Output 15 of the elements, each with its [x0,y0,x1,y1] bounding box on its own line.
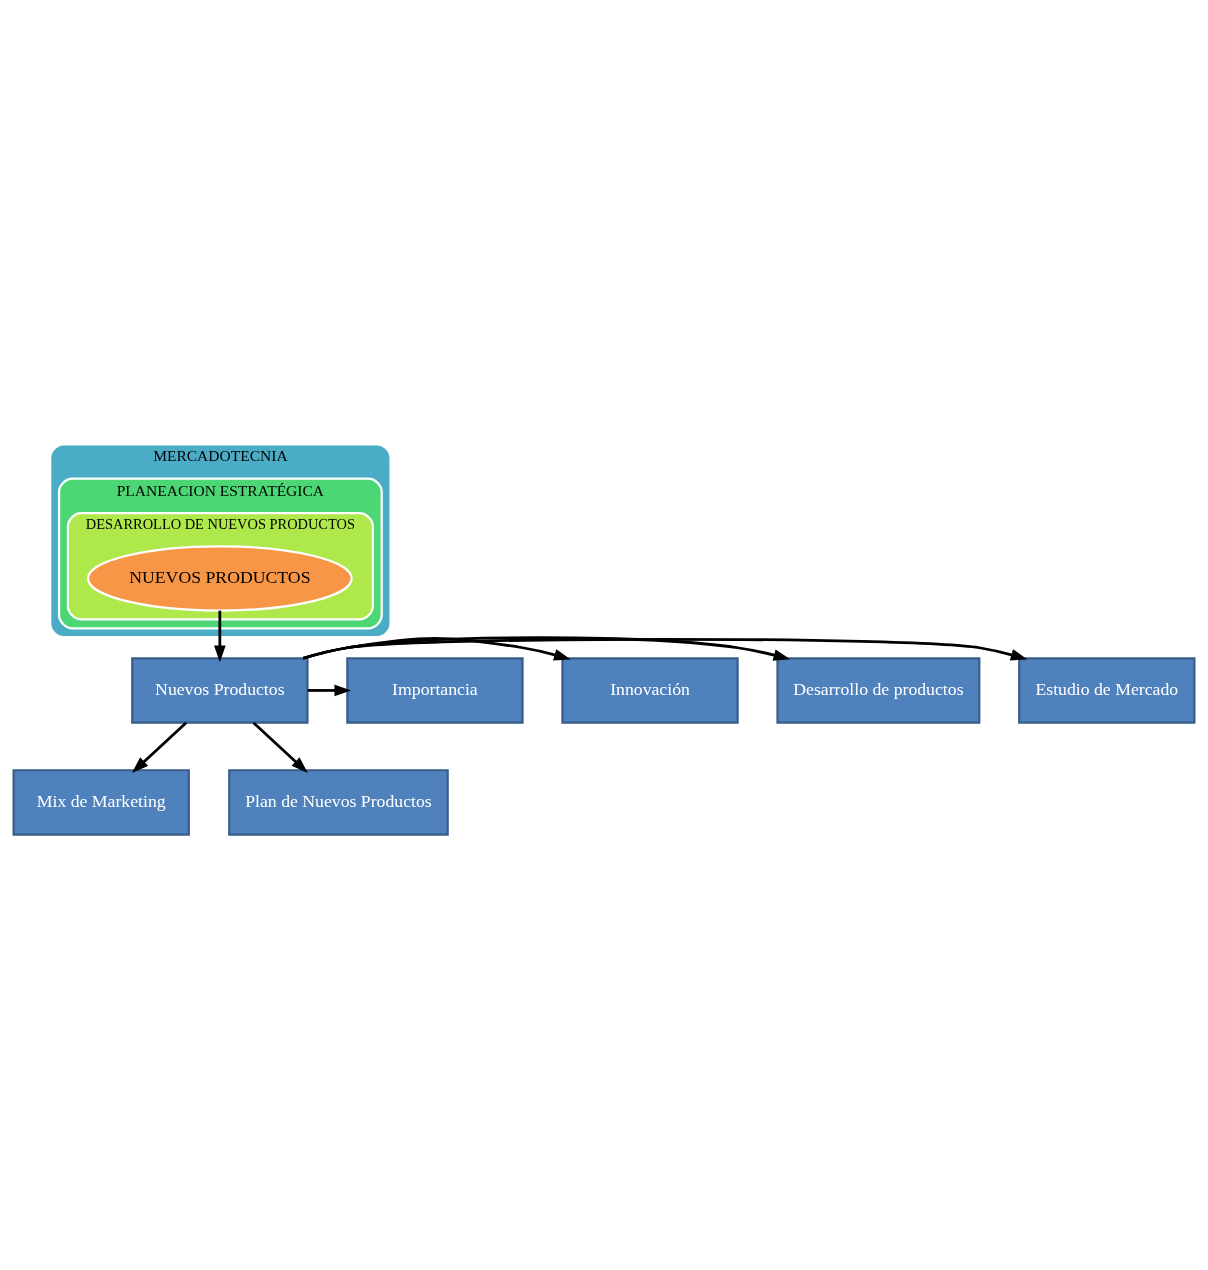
arrow [302,636,791,661]
arrow [302,637,1028,661]
arrow [214,610,226,663]
arrow [302,637,571,661]
arrow [252,721,308,773]
node-box: Innovación [561,657,739,724]
node-box: Nuevos Productos [131,657,309,724]
node-box: Mix de Marketing [12,769,190,836]
node-box: Importancia [346,657,524,724]
node-box: Estudio de Mercado [1018,657,1196,724]
node-box: Plan de Nuevos Productos [228,769,449,836]
arrow [307,684,352,697]
node-ellipse: NUEVOS PRODUCTOS [86,545,353,612]
node-box: Desarrollo de productos [776,657,981,724]
arrow [131,721,188,773]
